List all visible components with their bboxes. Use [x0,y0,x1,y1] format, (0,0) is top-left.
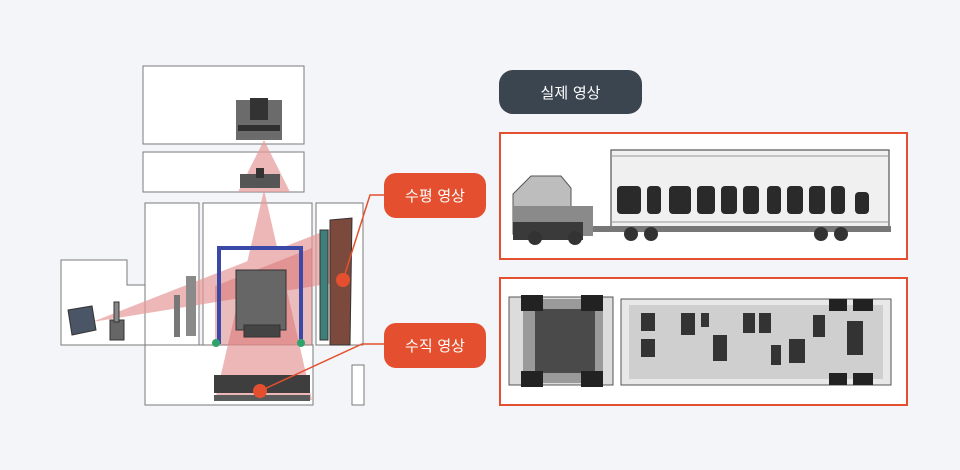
horizontal-callout-dot [336,273,350,287]
gantry-wheels [212,339,305,347]
horizontal-scan-image [501,134,906,258]
vertical-image-badge: 수직 영상 [384,323,486,368]
vertical-scan-frame [499,277,908,406]
scanner-diagram [60,65,386,406]
cargo-truck [235,269,287,338]
pillars [174,276,196,337]
vertical-scan-image [501,279,906,404]
actual-image-label: 실제 영상 [540,83,601,102]
side-source [67,301,125,341]
horizontal-image-badge: 수평 영상 [384,173,486,218]
vertical-image-label: 수직 영상 [405,337,465,355]
horizontal-image-label: 수평 영상 [405,187,465,205]
top-source [236,98,282,188]
horizontal-scan-frame [499,132,908,260]
callout-connectors [259,194,386,392]
actual-image-badge: 실제 영상 [499,70,642,114]
gantry [217,246,303,344]
vertical-callout-dot [253,384,267,398]
